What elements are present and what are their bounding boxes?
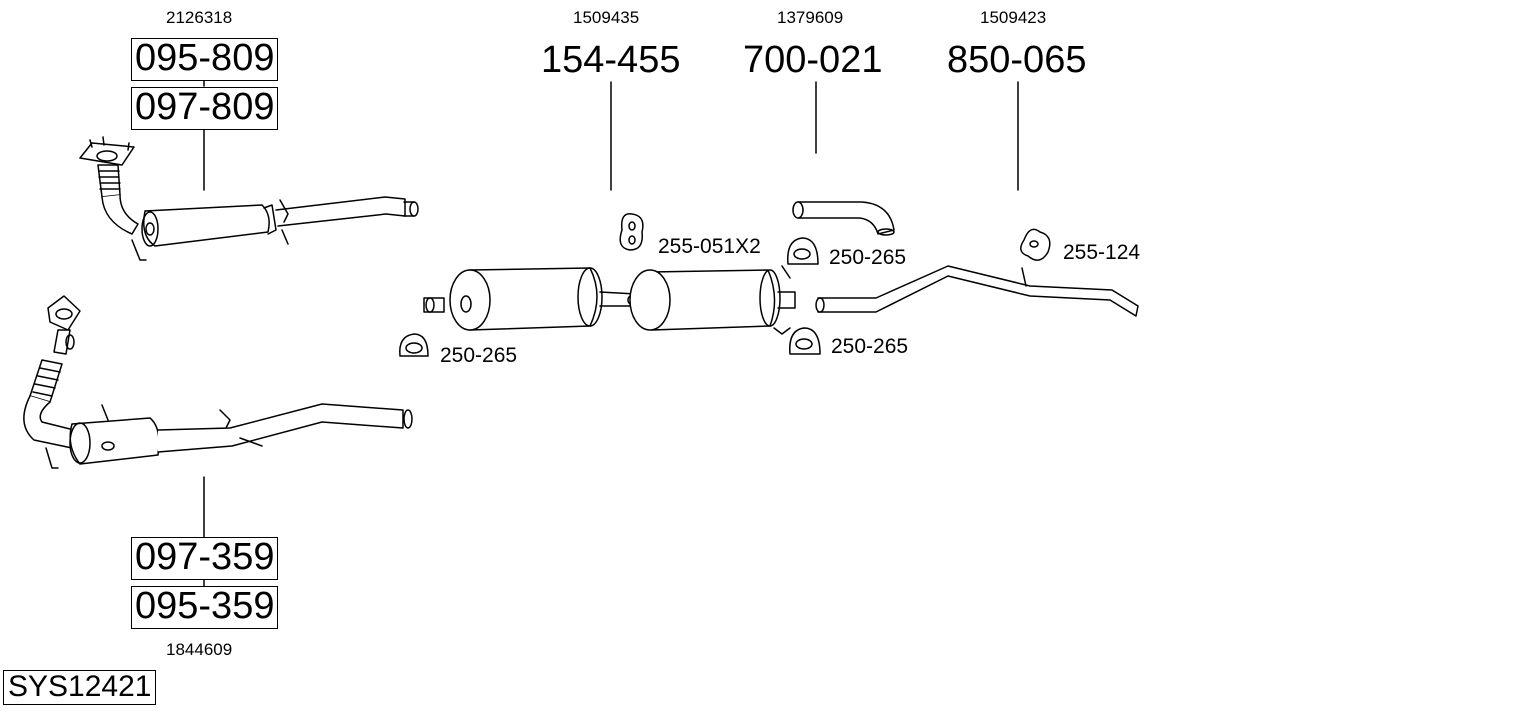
accessory-mount-rear[interactable]: 255-124 xyxy=(1063,241,1141,264)
system-code-label: SYS12421 xyxy=(3,670,157,705)
accessory-clamp-left[interactable]: 250-265 xyxy=(440,344,518,367)
accessory-clamp-upper[interactable]: 250-265 xyxy=(829,246,907,269)
part-number-097-809[interactable]: 097-809 xyxy=(131,87,279,130)
tailpipe-tip-drawing xyxy=(792,201,895,236)
mount-center-drawing xyxy=(619,213,644,251)
part-number-095-359[interactable]: 095-359 xyxy=(131,586,279,629)
clamp-lower-drawing xyxy=(789,327,821,355)
front-pipe-with-silencer-drawing xyxy=(79,136,419,261)
front-pipe-with-catalyst-drawing xyxy=(23,295,413,469)
lower-tail-pipe xyxy=(157,403,404,453)
mount-rear-drawing xyxy=(1020,228,1051,261)
ref-center: 1509435 xyxy=(573,8,640,27)
part-number-097-359[interactable]: 097-359 xyxy=(131,537,279,580)
accessory-clamp-lower[interactable]: 250-265 xyxy=(831,335,909,358)
clamp-upper-drawing xyxy=(787,237,819,265)
lower-flex-bellows xyxy=(29,359,63,403)
ref-front-lower: 1844609 xyxy=(166,640,233,659)
ref-rear-pipe: 1509423 xyxy=(980,8,1047,27)
center-muffler-drawing xyxy=(423,265,796,335)
ref-tailpipe-tip: 1379609 xyxy=(777,8,844,27)
part-number-095-809[interactable]: 095-809 xyxy=(131,38,279,81)
part-number-700-021[interactable]: 700-021 xyxy=(743,39,883,81)
lower-flange xyxy=(47,295,81,331)
rear-pipe-drawing xyxy=(815,265,1139,317)
front-tail-pipe xyxy=(275,196,406,227)
accessory-mount-center[interactable]: 255-051X2 xyxy=(658,235,761,258)
front-silencer-body xyxy=(143,204,270,247)
front-flex-bellows xyxy=(97,164,121,198)
front-flange xyxy=(79,142,135,166)
part-number-154-455[interactable]: 154-455 xyxy=(541,39,681,81)
clamp-left-drawing xyxy=(399,333,429,357)
part-number-850-065[interactable]: 850-065 xyxy=(947,39,1087,81)
ref-front-upper: 2126318 xyxy=(166,8,233,27)
